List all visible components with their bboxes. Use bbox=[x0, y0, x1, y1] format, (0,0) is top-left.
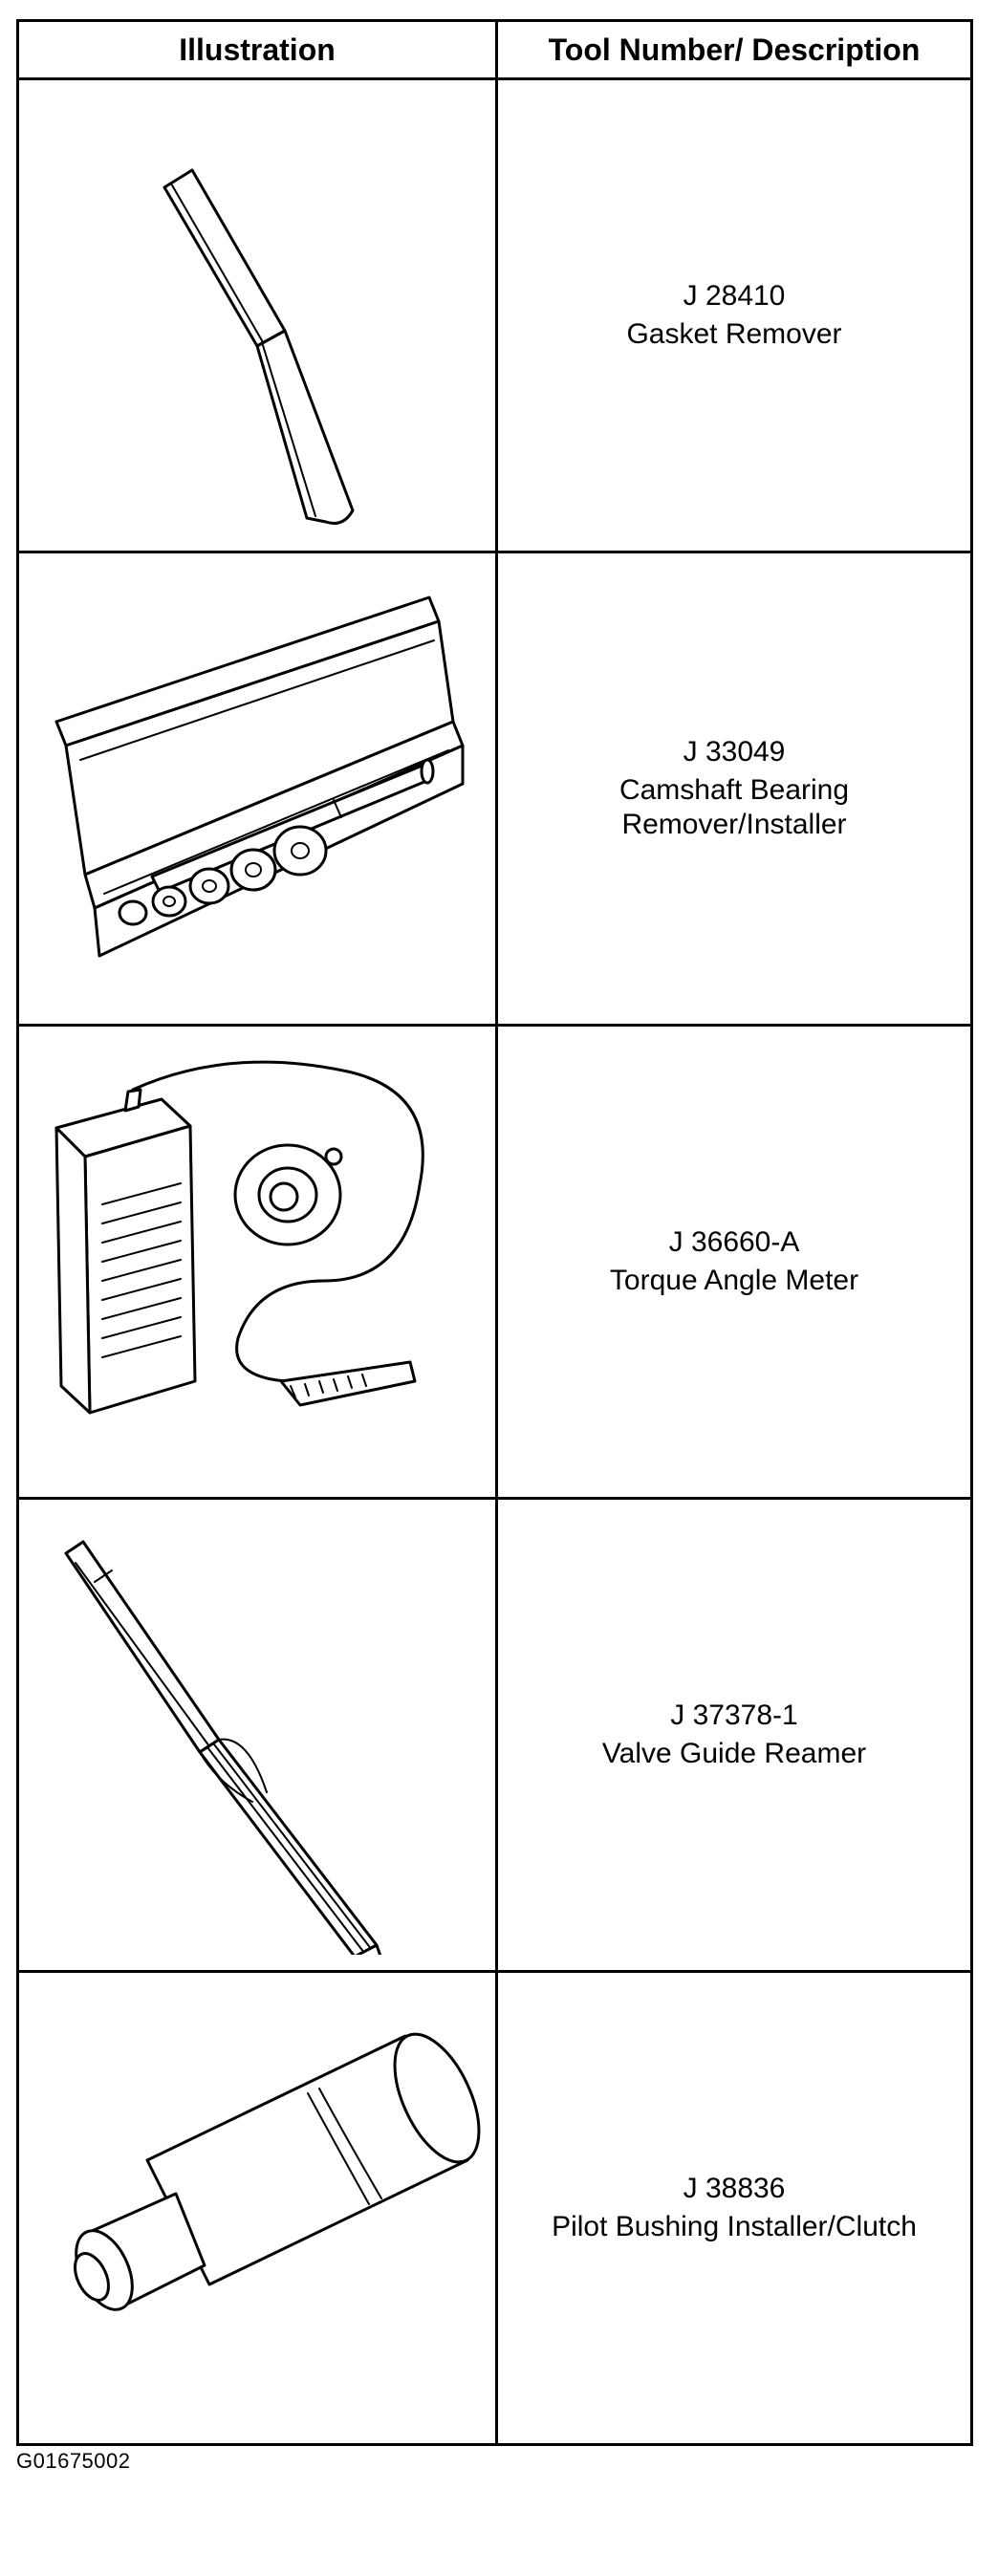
valve-guide-reamer-icon bbox=[64, 1540, 382, 1955]
illustration-cell bbox=[16, 1024, 498, 1500]
tool-name: Gasket Remover bbox=[626, 318, 842, 350]
tool-name: Camshaft Bearing Remover/Installer bbox=[618, 774, 850, 840]
table-row: J 36660-A Torque Angle Meter bbox=[16, 1024, 973, 1500]
tool-name: Pilot Bushing Installer/Clutch bbox=[552, 2211, 917, 2242]
illustration-cell bbox=[16, 1497, 498, 1973]
tool-number: J 28410 bbox=[683, 280, 786, 312]
table-row: J 37378-1 Valve Guide Reamer bbox=[16, 1497, 973, 1973]
illustration-cell bbox=[16, 551, 498, 1027]
camshaft-bearing-kit-icon bbox=[54, 595, 465, 958]
description-cell: J 38836 Pilot Bushing Installer/Clutch bbox=[495, 1970, 973, 2446]
tool-number: J 36660-A bbox=[668, 1226, 800, 1258]
gasket-remover-icon bbox=[163, 168, 355, 525]
tool-name: Valve Guide Reamer bbox=[601, 1738, 867, 1769]
figure-id: G01675002 bbox=[16, 2449, 131, 2473]
description-cell: J 33049 Camshaft Bearing Remover/Install… bbox=[495, 551, 973, 1027]
description-cell: J 36660-A Torque Angle Meter bbox=[495, 1024, 973, 1500]
tool-number: J 37378-1 bbox=[670, 1699, 798, 1731]
header-description: Tool Number/ Description bbox=[495, 19, 973, 80]
tool-name: Torque Angle Meter bbox=[609, 1265, 859, 1296]
special-tools-table: Illustration Tool Number/ Description J … bbox=[16, 19, 973, 2446]
illustration-cell bbox=[16, 1970, 498, 2446]
table-header-row: Illustration Tool Number/ Description bbox=[16, 19, 973, 80]
table-row: J 33049 Camshaft Bearing Remover/Install… bbox=[16, 551, 973, 1027]
description-cell: J 37378-1 Valve Guide Reamer bbox=[495, 1497, 973, 1973]
table-row: J 38836 Pilot Bushing Installer/Clutch bbox=[16, 1970, 973, 2446]
pilot-bushing-installer-icon bbox=[74, 2032, 481, 2311]
tool-sheet: Illustration Tool Number/ Description J … bbox=[16, 19, 973, 2446]
torque-angle-meter-icon bbox=[54, 1060, 424, 1415]
tool-number: J 33049 bbox=[683, 736, 786, 768]
header-illustration: Illustration bbox=[16, 19, 498, 80]
description-cell: J 28410 Gasket Remover bbox=[495, 77, 973, 553]
illustration-cell bbox=[16, 77, 498, 553]
table-row: J 28410 Gasket Remover bbox=[16, 77, 973, 553]
tool-number: J 38836 bbox=[683, 2173, 786, 2204]
